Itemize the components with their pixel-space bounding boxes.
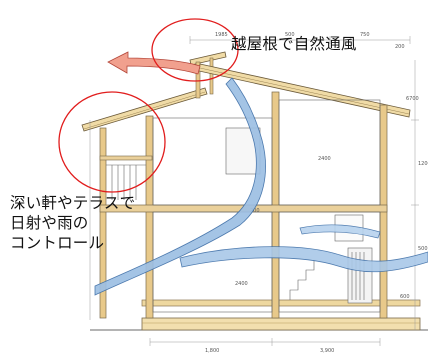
eave-caption-line-1: 深い軒やテラスで (10, 194, 136, 212)
dim-label: 200 (395, 44, 405, 50)
dim-label: 500 (418, 246, 428, 252)
eave-terrace-caption: 深い軒やテラスで 日射や雨の コントロール (10, 193, 135, 253)
eave-caption-line-3: コントロール (10, 234, 105, 252)
clerestory-roof (189, 51, 227, 99)
airflow-ribbon (94, 77, 428, 296)
eave-caption-line-2: 日射や雨の (10, 214, 89, 232)
dim-label: 3,900 (320, 348, 334, 354)
dim-label: 1985 (215, 32, 228, 38)
highlight-circle-eave (58, 91, 166, 193)
clerestory-ventilation-caption: 越屋根で自然通風 (231, 35, 357, 53)
outflow-arrow (107, 51, 201, 75)
dim-label: 600 (400, 294, 410, 300)
dimension-lines (89, 36, 419, 346)
dim-label: 500 (285, 32, 295, 38)
dim-label: 2400 (235, 281, 248, 287)
left-eave-roof (81, 87, 208, 132)
dim-label: 1200 (418, 161, 428, 167)
dimension-labels: 1985 500 750 200 1200 500 6700 1,800 3,9… (205, 32, 428, 354)
foundation (141, 299, 421, 331)
highlight-circle-clerestory (151, 18, 239, 82)
dim-label: 2400 (318, 156, 331, 162)
dim-label: 200 (250, 208, 260, 214)
dim-label: 750 (360, 32, 370, 38)
dim-label: 1,800 (205, 348, 219, 354)
dim-label: 6700 (406, 96, 419, 102)
